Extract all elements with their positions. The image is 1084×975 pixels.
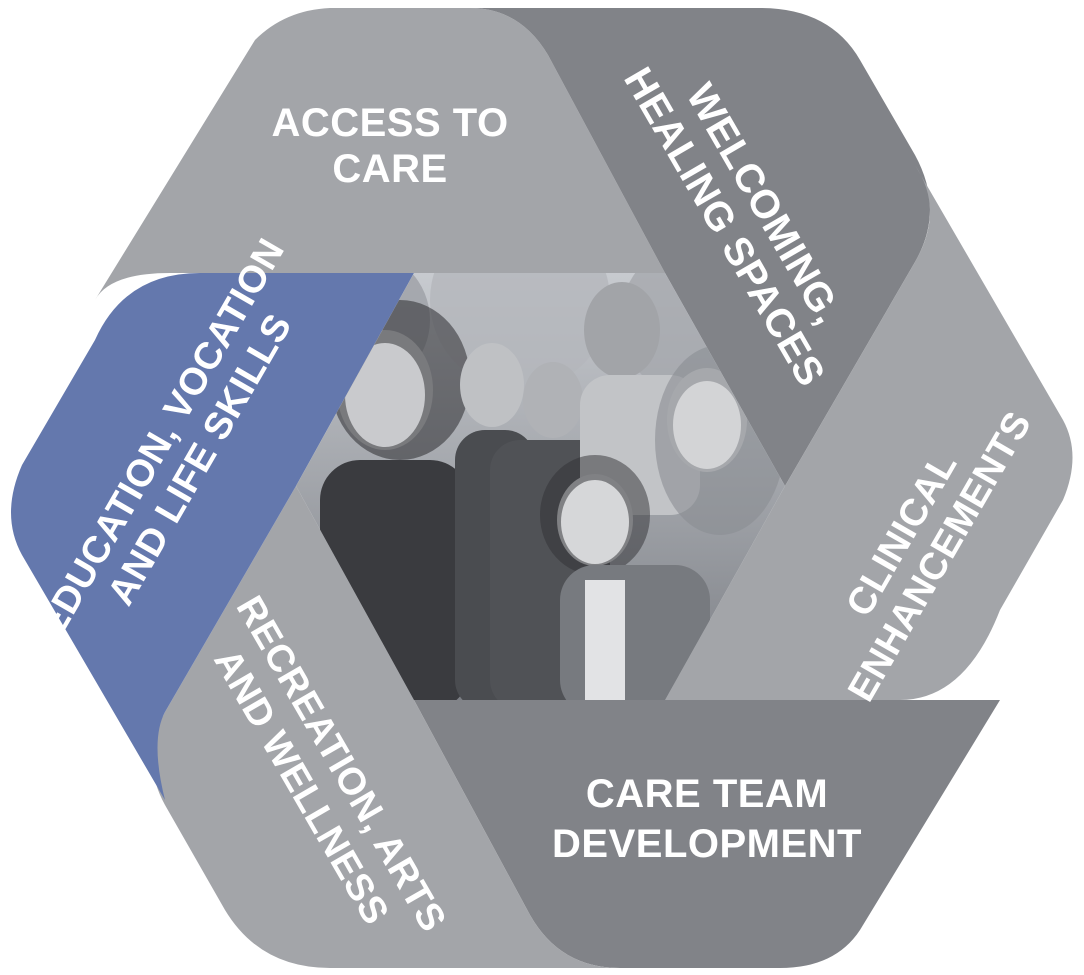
segment-care-team-development: [414, 700, 1000, 968]
label-careteam-line-2: DEVELOPMENT: [552, 822, 862, 866]
segment-clinical-enhancements: [665, 165, 1073, 700]
label-access-line-1: ACCESS TO: [271, 101, 508, 145]
label-careteam: CARE TEAM DEVELOPMENT: [552, 772, 862, 866]
segment-welcoming-healing-spaces: [470, 8, 930, 486]
label-access-line-2: CARE: [332, 147, 447, 191]
label-careteam-line-1: CARE TEAM: [586, 772, 828, 816]
segment-education-vocation-life-skills: [11, 273, 414, 800]
segment-recreation-arts-wellness: [152, 486, 620, 968]
segment-access-to-care: [95, 8, 665, 300]
